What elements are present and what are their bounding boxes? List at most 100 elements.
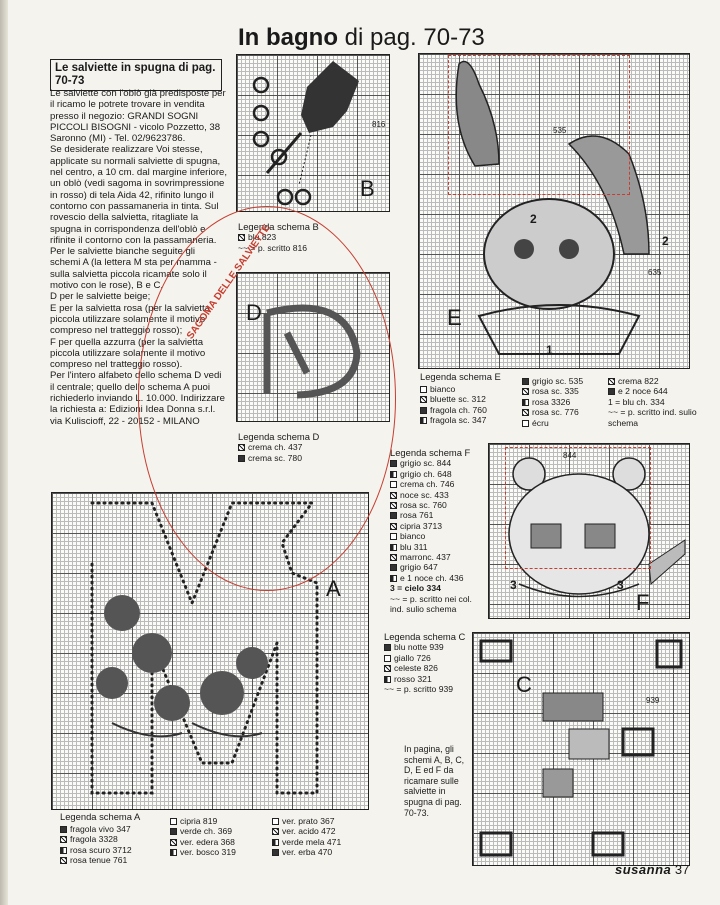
legend-item: blu notte 939	[384, 642, 474, 652]
intro-paragraph: D per le salviette beige;	[50, 291, 151, 303]
intro-paragraph: Per l'intero alfabeto dello schema D ved…	[50, 370, 225, 427]
filled-symbol-icon	[272, 849, 279, 857]
scheme-e-label-2: 2	[662, 234, 669, 248]
legend-item: ~~ = p. scritto nei col. ind. sulio sche…	[390, 593, 472, 615]
half-symbol-icon	[170, 849, 177, 857]
scheme-b-letter: B	[360, 176, 375, 201]
cross-stitch-symbol-icon	[522, 409, 529, 417]
intro-paragraph: Per le salviette bianche seguite gli sch…	[50, 246, 217, 292]
legend-item: 3 = cielo 334	[390, 583, 441, 594]
scheme-b-motif	[252, 61, 359, 206]
legend-item: ~~ = p. scritto ind. sulio schema	[608, 407, 697, 428]
half-symbol-icon	[390, 470, 397, 478]
legend-title: Legenda schema A	[60, 811, 141, 822]
legend-title: Legenda schema C	[384, 631, 466, 642]
legend-item: verde ch. 369	[170, 826, 236, 836]
legend-item: crema ch. 746	[390, 479, 486, 489]
filled-symbol-icon	[608, 388, 615, 396]
cross-stitch-symbol-icon	[170, 838, 177, 846]
cross-stitch-symbol-icon	[608, 378, 615, 385]
chart-grid-b	[236, 54, 390, 212]
legend-item: grigio 647	[390, 562, 486, 572]
filled-symbol-icon	[60, 826, 67, 833]
half-symbol-icon	[420, 417, 427, 425]
cross-stitch-symbol-icon	[60, 836, 67, 844]
legend-item: grigio ch. 648	[390, 469, 486, 479]
cross-stitch-symbol-icon	[60, 857, 67, 865]
scheme-f-letter: F	[636, 590, 650, 615]
scheme-a-letter: A	[326, 576, 341, 601]
intro-text: Le salviette con l'oblò già predisposte …	[50, 88, 228, 427]
scheme-f-bear-motif	[508, 457, 686, 598]
page-note: In pagina, gli schemi A, B, C, D, E ed F…	[404, 744, 465, 818]
cross-stitch-symbol-icon	[272, 828, 279, 836]
legend-item: bluette sc. 312	[420, 394, 487, 404]
cross-stitch-symbol-icon	[390, 502, 397, 510]
legend-item: rosa sc. 760	[390, 500, 486, 510]
legend-item: verde mela 471	[272, 837, 341, 847]
red-dashed-crop-e	[448, 55, 630, 195]
empty-symbol-icon	[390, 481, 397, 489]
magazine-brand: susanna	[615, 862, 672, 877]
legend-item: noce sc. 433	[390, 490, 486, 500]
filled-symbol-icon	[384, 644, 391, 652]
half-symbol-icon	[522, 398, 529, 406]
legend-schema-f: Legenda schema F grigio sc. 844 grigio c…	[390, 447, 486, 615]
scheme-c-letter: C	[516, 672, 532, 697]
legend-item: crema 822	[608, 376, 704, 386]
legend-item: bianco	[390, 531, 486, 541]
filled-symbol-icon	[420, 406, 427, 414]
intro-paragraph: Le salviette con l'oblò già predisposte …	[50, 88, 226, 145]
legend-item: blu 311	[390, 542, 486, 552]
page-spine-shadow	[0, 0, 8, 905]
cross-stitch-symbol-icon	[384, 665, 391, 673]
scheme-e-label-535: 535	[553, 126, 567, 135]
half-symbol-icon	[390, 543, 397, 551]
intro-heading: Le salviette in spugna di pag. 70-73	[50, 59, 222, 91]
scheme-b-label-816: 816	[372, 120, 386, 129]
legend-item: rosa 3326	[522, 397, 583, 407]
legend-item: écru	[522, 418, 583, 428]
red-outline-stamp	[138, 206, 396, 591]
empty-symbol-icon	[522, 419, 529, 427]
legend-item: e 1 noce ch. 436	[390, 573, 486, 583]
legend-schema-e: Legenda schema E bianco bluette sc. 312 …	[420, 371, 710, 428]
half-symbol-icon	[390, 574, 397, 582]
legend-item: fragola sc. 347	[420, 415, 487, 425]
legend-item: grigio sc. 844	[390, 458, 486, 468]
scheme-f-label-3: 3	[617, 578, 624, 592]
legend-title: Legenda schema F	[390, 447, 471, 458]
filled-symbol-icon	[522, 378, 529, 385]
half-symbol-icon	[384, 675, 391, 683]
filled-symbol-icon	[390, 564, 397, 572]
legend-title: Legenda schema E	[420, 371, 501, 382]
scheme-f-label-3: 3	[510, 578, 517, 592]
legend-item: marronc. 437	[390, 552, 486, 562]
legend-item: fragola 3328	[60, 834, 132, 844]
scheme-e-label-1: 1	[546, 343, 553, 357]
half-symbol-icon	[60, 846, 67, 854]
legend-item: ver. erba 470	[272, 847, 341, 857]
scheme-e-bunny-motif	[455, 60, 650, 355]
legend-item: fragola ch. 760	[420, 405, 487, 415]
legend-item: rosa 761	[390, 510, 486, 520]
legend-item: rosa sc. 776	[522, 407, 583, 417]
half-symbol-icon	[272, 838, 279, 846]
legend-item: grigio sc. 535	[522, 376, 583, 386]
scheme-e-label-2: 2	[530, 212, 537, 226]
empty-symbol-icon	[170, 818, 177, 825]
cross-stitch-symbol-icon	[390, 491, 397, 499]
cross-stitch-symbol-icon	[390, 522, 397, 530]
legend-item: rosa tenue 761	[60, 855, 132, 865]
legend-item: fragola vivo 347	[60, 824, 132, 834]
chart-grid-c	[472, 632, 690, 866]
page-number: 37	[674, 862, 690, 877]
legend-item: 1 = blu ch. 334	[608, 396, 665, 407]
page-footer: susanna 37	[615, 862, 689, 877]
legend-item: rosa sc. 335	[522, 386, 583, 396]
legend-item: ver. prato 367	[272, 816, 341, 826]
legend-item: ~~ = p. scritto 939	[384, 684, 454, 695]
page-title: In bagno di pag. 70-73	[238, 24, 485, 51]
red-dashed-crop-f	[505, 447, 651, 569]
intro-paragraph: E per la salvietta rosa (per la salviett…	[50, 302, 210, 337]
